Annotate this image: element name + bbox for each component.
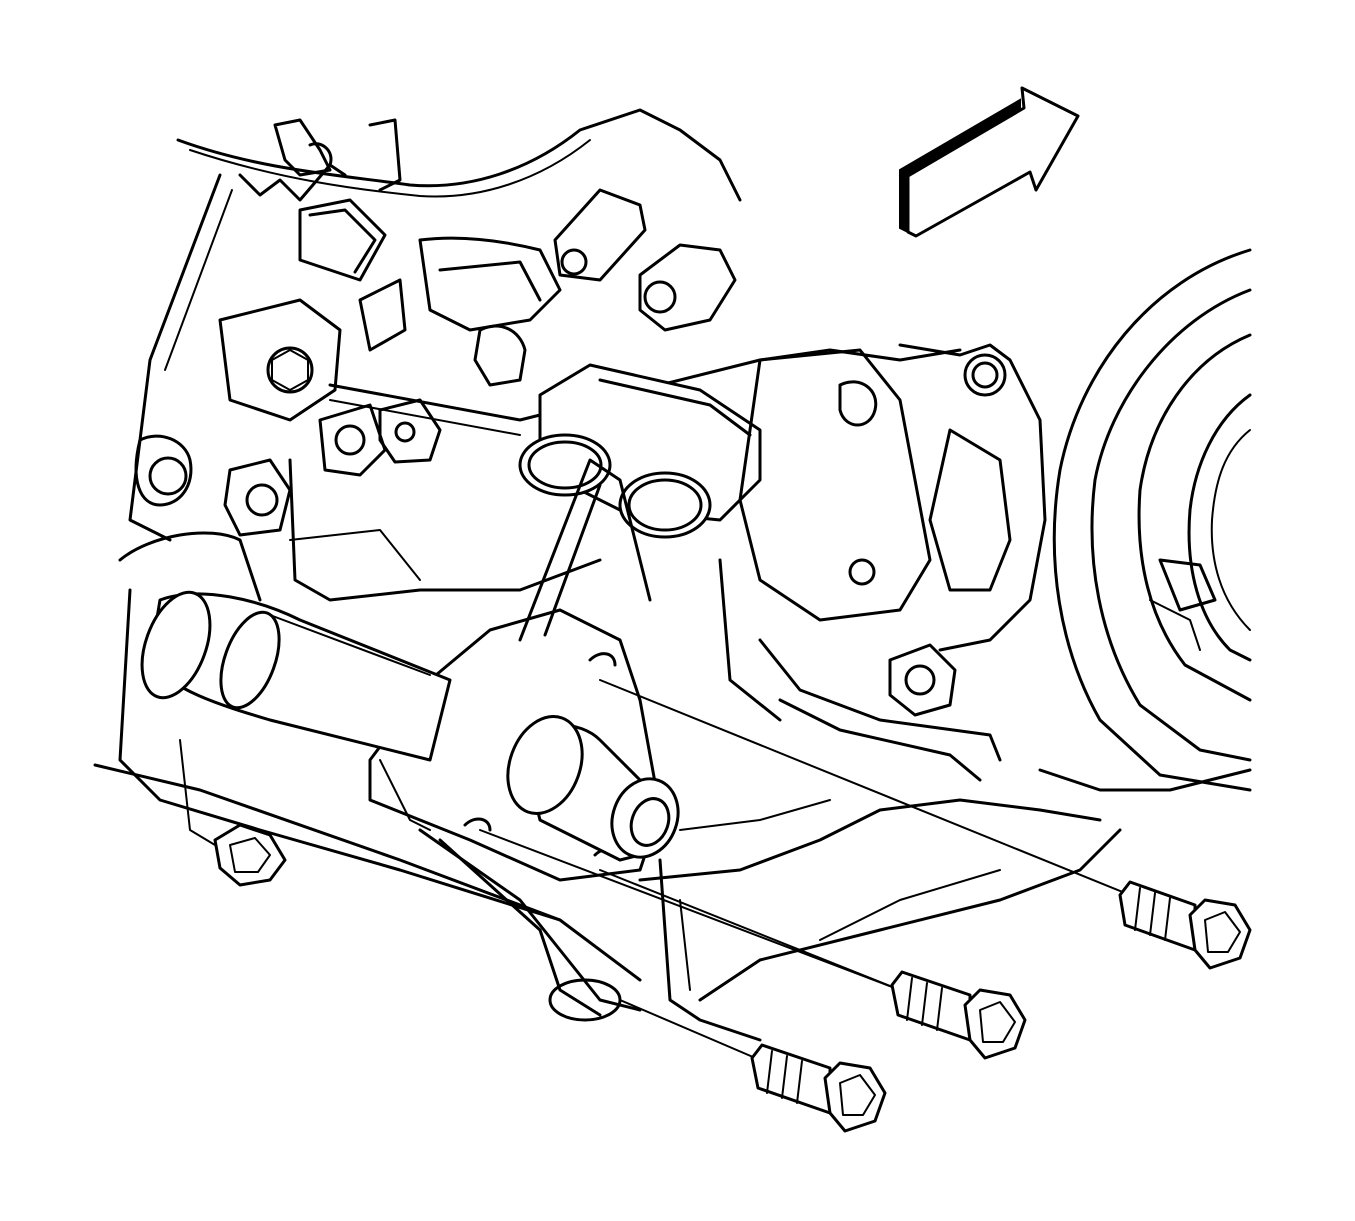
bolt-alignment-lines (479, 679, 1131, 1061)
center-shaft (506, 715, 680, 862)
engine-mount (518, 363, 762, 539)
side-mount-bracket (718, 343, 1047, 782)
bolt-icon (890, 970, 1027, 1060)
direction-arrow-icon (899, 86, 1080, 238)
left-shaft (140, 590, 452, 762)
lower-left-bolt-icon (213, 823, 287, 887)
bolt-icon (750, 1043, 887, 1133)
engine-assembly (93, 108, 962, 1042)
crossmember (638, 798, 1122, 1002)
bolt-icon (1118, 880, 1252, 970)
flywheel (1038, 248, 1252, 792)
